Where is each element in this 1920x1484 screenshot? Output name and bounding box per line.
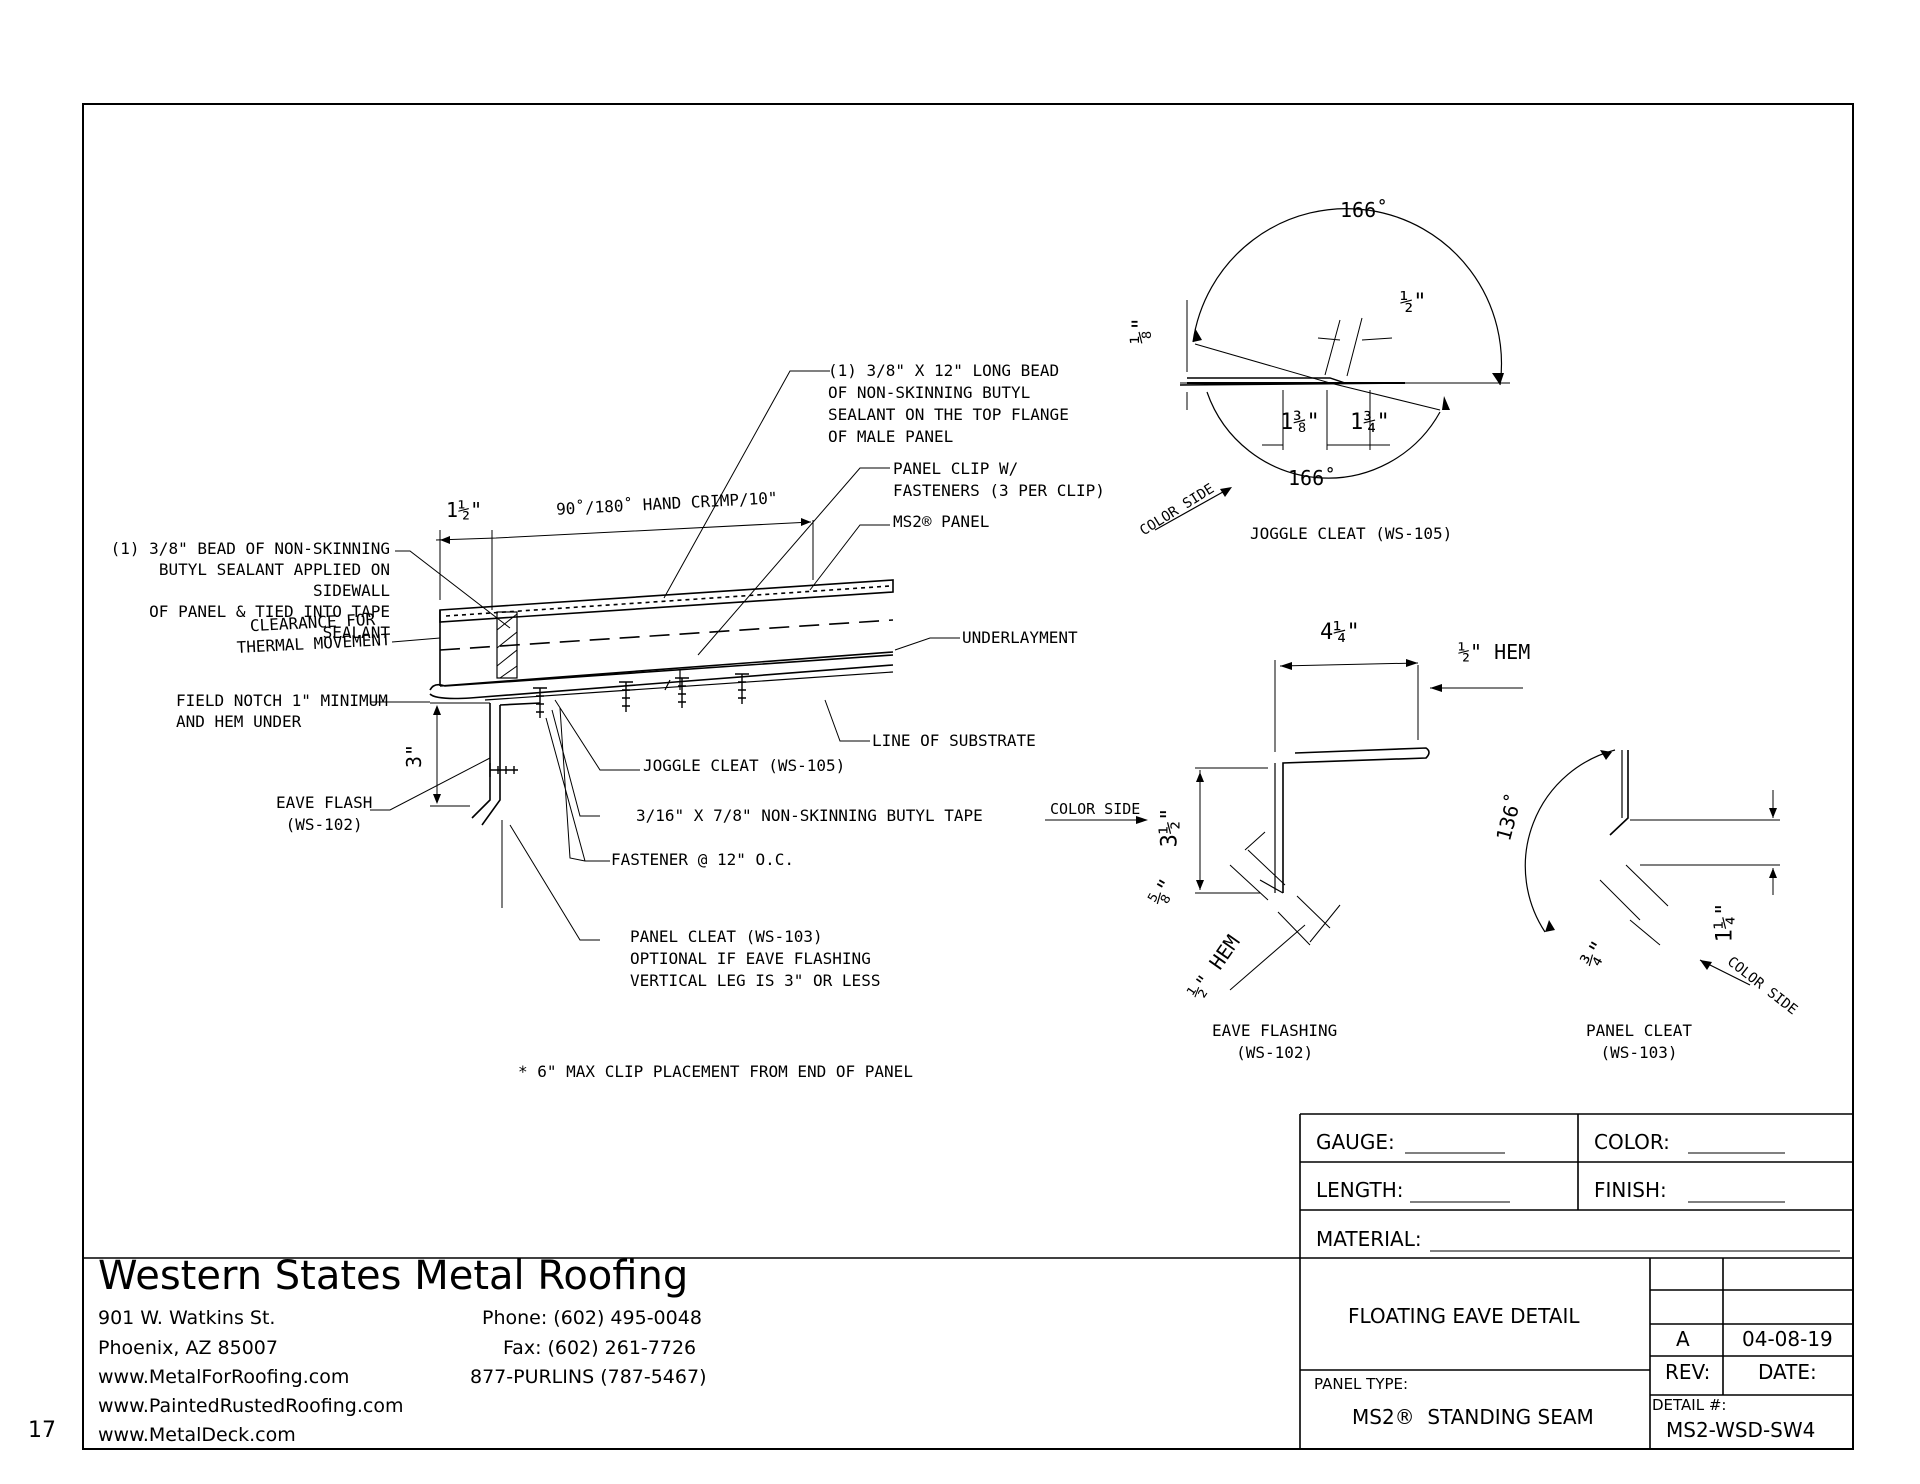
fax-number: Fax: (602) 261-7726 <box>503 1337 697 1359</box>
eave-flash-ref: EAVE FLASH (WS-102) <box>276 793 373 834</box>
eave-dim-4-1-4: 4¼" <box>1320 620 1360 645</box>
joggle-cleat-title: JOGGLE CLEAT (WS-105) <box>1250 524 1453 543</box>
toll-free-number: 877-PURLINS (787-5467) <box>470 1366 707 1388</box>
eave-flashing-title: EAVE FLASHING (WS-102) <box>1212 1021 1338 1062</box>
eave-color-side: COLOR SIDE <box>1050 800 1141 818</box>
eave-dim-3-1-2: 3½" <box>1157 807 1183 848</box>
sheet-border <box>82 103 1854 1450</box>
panel-cleat-dim-1-1-4: 1¼" <box>1712 902 1738 943</box>
joggle-dim-1-3-8: 1⅜" <box>1280 410 1320 435</box>
main-detail-drawing <box>370 370 960 941</box>
joggle-dim-half: ½" <box>1400 290 1427 315</box>
detail-number-label: DETAIL #: <box>1652 1396 1727 1414</box>
date-value: 04-08-19 <box>1742 1327 1833 1351</box>
eave-hem-top: ½" HEM <box>1458 640 1531 664</box>
eave-flashing-drawing <box>1045 659 1523 991</box>
revision-label: REV: <box>1665 1360 1711 1384</box>
ms2-panel-note: MS2® PANEL <box>893 512 990 531</box>
joggle-angle-bottom: 166˚ <box>1288 466 1337 490</box>
clearance-note: CLEARANCE FOR THERMAL MOVEMENT <box>236 609 392 658</box>
website-2: www.PaintedRustedRoofing.com <box>98 1395 404 1417</box>
bead-side-note: (1) 3/8" BEAD OF NON-SKINNING BUTYL SEAL… <box>110 539 390 642</box>
address-line-2: Phoenix, AZ 85007 <box>98 1337 278 1359</box>
fastener-label: FASTENER @ 12" O.C. <box>611 850 795 869</box>
panel-clip-note: PANEL CLIP W/ FASTENERS (3 PER CLIP) <box>893 459 1105 500</box>
finish-field: FINISH: <box>1594 1178 1667 1202</box>
joggle-cleat-ref: JOGGLE CLEAT (WS-105) <box>643 756 846 775</box>
color-field: COLOR: <box>1594 1130 1670 1154</box>
website-3: www.MetalDeck.com <box>98 1424 296 1446</box>
dim-1-half: 1½" <box>446 498 483 522</box>
detail-number: MS2-WSD-SW4 <box>1666 1418 1816 1442</box>
field-notch-note: FIELD NOTCH 1" MINIMUM AND HEM UNDER <box>176 691 388 731</box>
website-1: www.MetalForRoofing.com <box>98 1366 350 1388</box>
detail-title: FLOATING EAVE DETAIL <box>1348 1304 1580 1328</box>
page-number: 17 <box>28 1418 56 1443</box>
line-of-substrate-label: LINE OF SUBSTRATE <box>872 731 1036 750</box>
bead-top-note: (1) 3/8" X 12" LONG BEAD OF NON-SKINNING… <box>828 361 1069 446</box>
panel-type-label: PANEL TYPE: <box>1314 1375 1409 1393</box>
joggle-dim-1-3-4: 1¾" <box>1350 410 1390 435</box>
title-block-grid <box>83 1113 1853 1449</box>
joggle-dim-eighth: ⅛" <box>1128 317 1154 344</box>
dim-3: 3" <box>402 743 427 769</box>
revision-value: A <box>1676 1327 1690 1351</box>
panel-type-value: MS2® STANDING SEAM <box>1352 1405 1594 1429</box>
date-label: DATE: <box>1758 1360 1817 1384</box>
clip-placement-note: * 6" MAX CLIP PLACEMENT FROM END OF PANE… <box>518 1062 913 1081</box>
joggle-angle-top: 166˚ <box>1340 198 1389 222</box>
panel-cleat-drawing <box>1524 749 1780 986</box>
butyl-tape-label: 3/16" X 7/8" NON-SKINNING BUTYL TAPE <box>636 806 983 825</box>
company-name: Western States Metal Roofing <box>98 1253 689 1299</box>
underlayment-label: UNDERLAYMENT <box>962 628 1078 647</box>
length-field: LENGTH: <box>1316 1178 1404 1202</box>
panel-cleat-title: PANEL CLEAT (WS-103) <box>1586 1021 1692 1062</box>
address-line-1: 901 W. Watkins St. <box>98 1307 276 1329</box>
gauge-field: GAUGE: <box>1316 1130 1395 1154</box>
joggle-cleat-drawing <box>1154 207 1510 531</box>
panel-cleat-note: PANEL CLEAT (WS-103) OPTIONAL IF EAVE FL… <box>630 927 881 990</box>
phone-number: Phone: (602) 495-0048 <box>482 1307 702 1329</box>
material-field: MATERIAL: <box>1316 1227 1422 1251</box>
